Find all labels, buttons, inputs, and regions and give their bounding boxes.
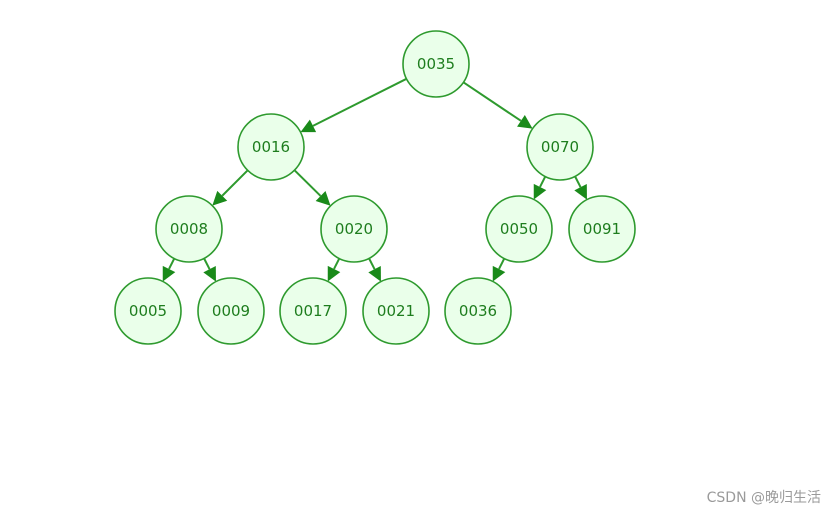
tree-node-0005: 0005 (114, 277, 182, 345)
edge-line (539, 176, 547, 188)
edge-line (498, 258, 506, 270)
edge-line (368, 257, 376, 270)
tree-node-0020: 0020 (320, 195, 388, 263)
tree-node-0017: 0017 (279, 277, 347, 345)
tree-node-0050: 0050 (485, 195, 553, 263)
arrow-head (315, 190, 331, 206)
edge-0035-0016 (300, 77, 407, 133)
edge-line (168, 258, 176, 270)
node-label: 0017 (294, 302, 332, 320)
node-circle (155, 195, 223, 263)
edge-0020-0021 (368, 257, 381, 282)
edge-0016-0020 (293, 169, 331, 206)
node-circle (362, 277, 430, 345)
edge-line (312, 77, 407, 127)
arrow-head (203, 265, 216, 282)
csdn-watermark: CSDN @晚归生活 (706, 490, 821, 506)
node-circle (444, 277, 512, 345)
node-label: 0016 (252, 138, 290, 156)
tree-node-0036: 0036 (444, 277, 512, 345)
node-circle (197, 277, 265, 345)
node-label: 0009 (212, 302, 250, 320)
tree-node-0016: 0016 (237, 113, 305, 181)
tree-node-0035: 0035 (402, 30, 470, 98)
edge-line (462, 81, 522, 122)
node-label: 0020 (335, 220, 373, 238)
tree-node-0009: 0009 (197, 277, 265, 345)
edge-0008-0005 (162, 258, 176, 282)
arrow-head (162, 265, 176, 282)
edges-layer (162, 77, 587, 282)
node-circle (485, 195, 553, 263)
arrow-head (300, 119, 317, 133)
tree-node-0091: 0091 (568, 195, 636, 263)
edge-line (333, 258, 341, 270)
arrow-head (327, 265, 341, 282)
edge-0020-0017 (327, 258, 341, 282)
node-circle (526, 113, 594, 181)
node-label: 0021 (377, 302, 415, 320)
tree-node-0070: 0070 (526, 113, 594, 181)
edge-0070-0050 (533, 176, 547, 200)
edge-0035-0070 (462, 81, 533, 129)
arrow-head (212, 190, 228, 206)
edge-line (574, 175, 582, 188)
tree-node-0021: 0021 (362, 277, 430, 345)
arrow-head (517, 115, 533, 129)
node-circle (114, 277, 182, 345)
edge-line (203, 257, 211, 270)
arrow-head (533, 183, 547, 200)
edge-0016-0008 (212, 169, 249, 206)
node-label: 0050 (500, 220, 538, 238)
node-label: 0005 (129, 302, 167, 320)
node-label: 0008 (170, 220, 208, 238)
node-circle (279, 277, 347, 345)
node-label: 0036 (459, 302, 497, 320)
edge-0008-0009 (203, 257, 216, 282)
node-circle (320, 195, 388, 263)
nodes-layer: 0035 0016 0070 0008 0020 0050 0091 0005 0009 0017… (114, 30, 636, 345)
tree-node-0008: 0008 (155, 195, 223, 263)
node-circle (568, 195, 636, 263)
node-label: 0070 (541, 138, 579, 156)
edge-0070-0091 (574, 175, 587, 200)
edge-line (293, 169, 322, 197)
node-label: 0091 (583, 220, 621, 238)
arrow-head (492, 265, 506, 282)
arrow-head (574, 183, 587, 200)
node-label: 0035 (417, 55, 455, 73)
edge-0050-0036 (492, 258, 506, 282)
arrow-head (368, 265, 381, 282)
node-circle (237, 113, 305, 181)
node-circle (402, 30, 470, 98)
edge-line (221, 169, 249, 197)
